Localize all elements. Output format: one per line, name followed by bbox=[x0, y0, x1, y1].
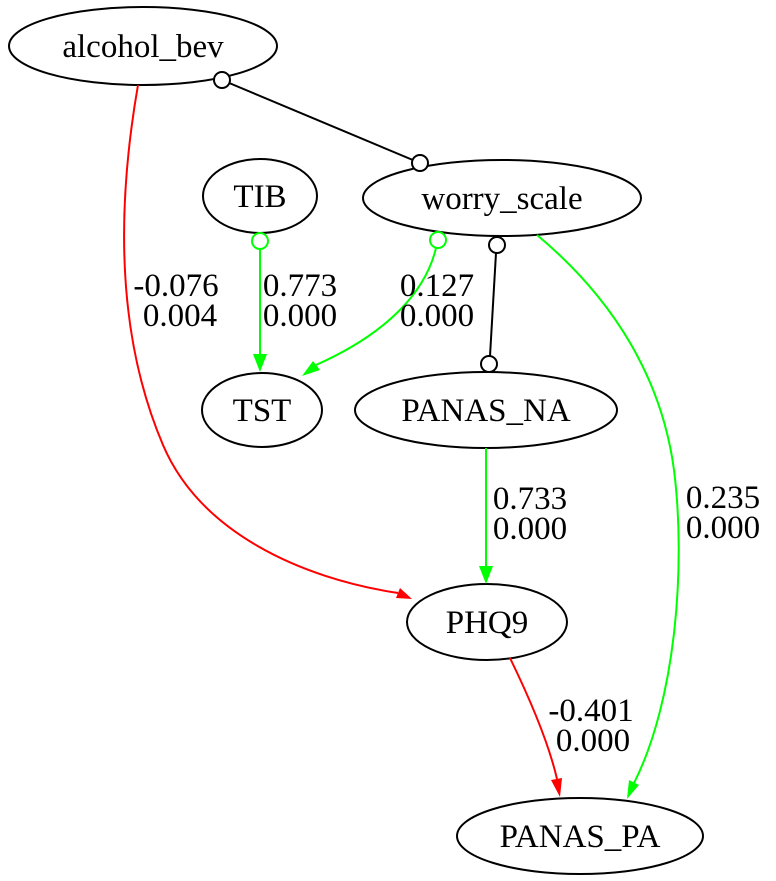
coefficient-value: 0.127 bbox=[400, 268, 474, 304]
edge-label-tib-tst: 0.773 0.000 bbox=[263, 268, 337, 334]
arrowhead bbox=[479, 566, 493, 584]
edge-tib-tst bbox=[251, 232, 269, 372]
circle-endpoint-mark bbox=[213, 71, 231, 89]
p-value: 0.000 bbox=[263, 298, 337, 334]
node-tst-label: TST bbox=[233, 393, 292, 429]
node-phq9-shape bbox=[406, 583, 568, 661]
coefficient-value: 0.235 bbox=[686, 480, 760, 516]
p-value: 0.000 bbox=[493, 511, 567, 547]
node-phq9: PHQ9 bbox=[406, 583, 568, 661]
node-worry-scale-label: worry_scale bbox=[421, 181, 582, 217]
p-value: 0.000 bbox=[556, 723, 630, 759]
node-tst: TST bbox=[201, 372, 323, 448]
edge-label-worry-scale-panas-pa: 0.235 0.000 bbox=[686, 480, 760, 546]
coefficient-value: 0.733 bbox=[493, 481, 567, 517]
coefficient-value: 0.773 bbox=[263, 268, 337, 304]
arrowhead bbox=[627, 780, 639, 799]
circle-endpoint-mark bbox=[488, 236, 506, 254]
edge-phq9-panas-pa-line bbox=[509, 657, 558, 780]
circle-endpoint-mark bbox=[480, 355, 498, 373]
p-value: 0.004 bbox=[143, 298, 217, 334]
node-tib-label: TIB bbox=[233, 179, 286, 215]
edge-label-phq9-panas-pa: -0.401 0.000 bbox=[548, 693, 633, 759]
coefficient-value: -0.401 bbox=[548, 693, 633, 729]
edge-label-alcohol-bev-phq9: -0.076 0.004 bbox=[133, 268, 218, 334]
edge-worry-scale-panas-na bbox=[480, 236, 506, 373]
p-value: 0.000 bbox=[686, 510, 760, 546]
edge-alcohol-bev-phq9-line bbox=[123, 84, 399, 594]
edge-worry-scale-tst-line bbox=[315, 247, 437, 366]
arrowhead bbox=[302, 361, 320, 376]
arrowhead bbox=[551, 778, 562, 797]
node-alcohol-bev-shape bbox=[8, 6, 278, 86]
coefficient-value: -0.076 bbox=[133, 268, 218, 304]
node-tib: TIB bbox=[202, 158, 318, 234]
node-panas-pa-shape bbox=[456, 797, 704, 875]
node-worry-scale-shape bbox=[362, 159, 642, 237]
p-value: 0.000 bbox=[400, 298, 474, 334]
edge-label-panas-na-phq9: 0.733 0.000 bbox=[493, 481, 567, 547]
node-panas-pa: PANAS_PA bbox=[456, 797, 704, 875]
circle-endpoint-mark bbox=[411, 154, 429, 172]
node-phq9-label: PHQ9 bbox=[446, 605, 529, 641]
edge-phq9-panas-pa bbox=[509, 657, 562, 797]
edge-worry-scale-panas-pa-line bbox=[536, 234, 680, 784]
edge-panas-na-phq9 bbox=[479, 448, 493, 584]
node-panas-na-label: PANAS_NA bbox=[401, 393, 571, 429]
edge-label-worry-scale-tst: 0.127 0.000 bbox=[400, 268, 474, 334]
edge-worry-scale-tst bbox=[302, 231, 447, 376]
node-tst-shape bbox=[201, 372, 323, 448]
node-panas-na: PANAS_NA bbox=[354, 371, 618, 449]
node-alcohol-bev: alcohol_bev bbox=[8, 6, 278, 86]
edge-alcohol-bev-worry-scale bbox=[213, 71, 429, 172]
circle-endpoint-mark bbox=[251, 232, 269, 250]
node-alcohol-bev-label: alcohol_bev bbox=[62, 29, 224, 65]
circle-endpoint-mark bbox=[429, 231, 447, 249]
node-panas-pa-label: PANAS_PA bbox=[500, 819, 661, 855]
arrowhead bbox=[396, 588, 412, 599]
edge-worry-scale-panas-na-line bbox=[489, 252, 497, 357]
arrowhead bbox=[253, 354, 267, 372]
edge-alcohol-bev-worry-scale-line bbox=[221, 79, 421, 164]
edge-alcohol-bev-phq9 bbox=[123, 84, 412, 599]
edge-worry-scale-panas-pa bbox=[536, 234, 680, 799]
node-worry-scale: worry_scale bbox=[362, 159, 642, 237]
